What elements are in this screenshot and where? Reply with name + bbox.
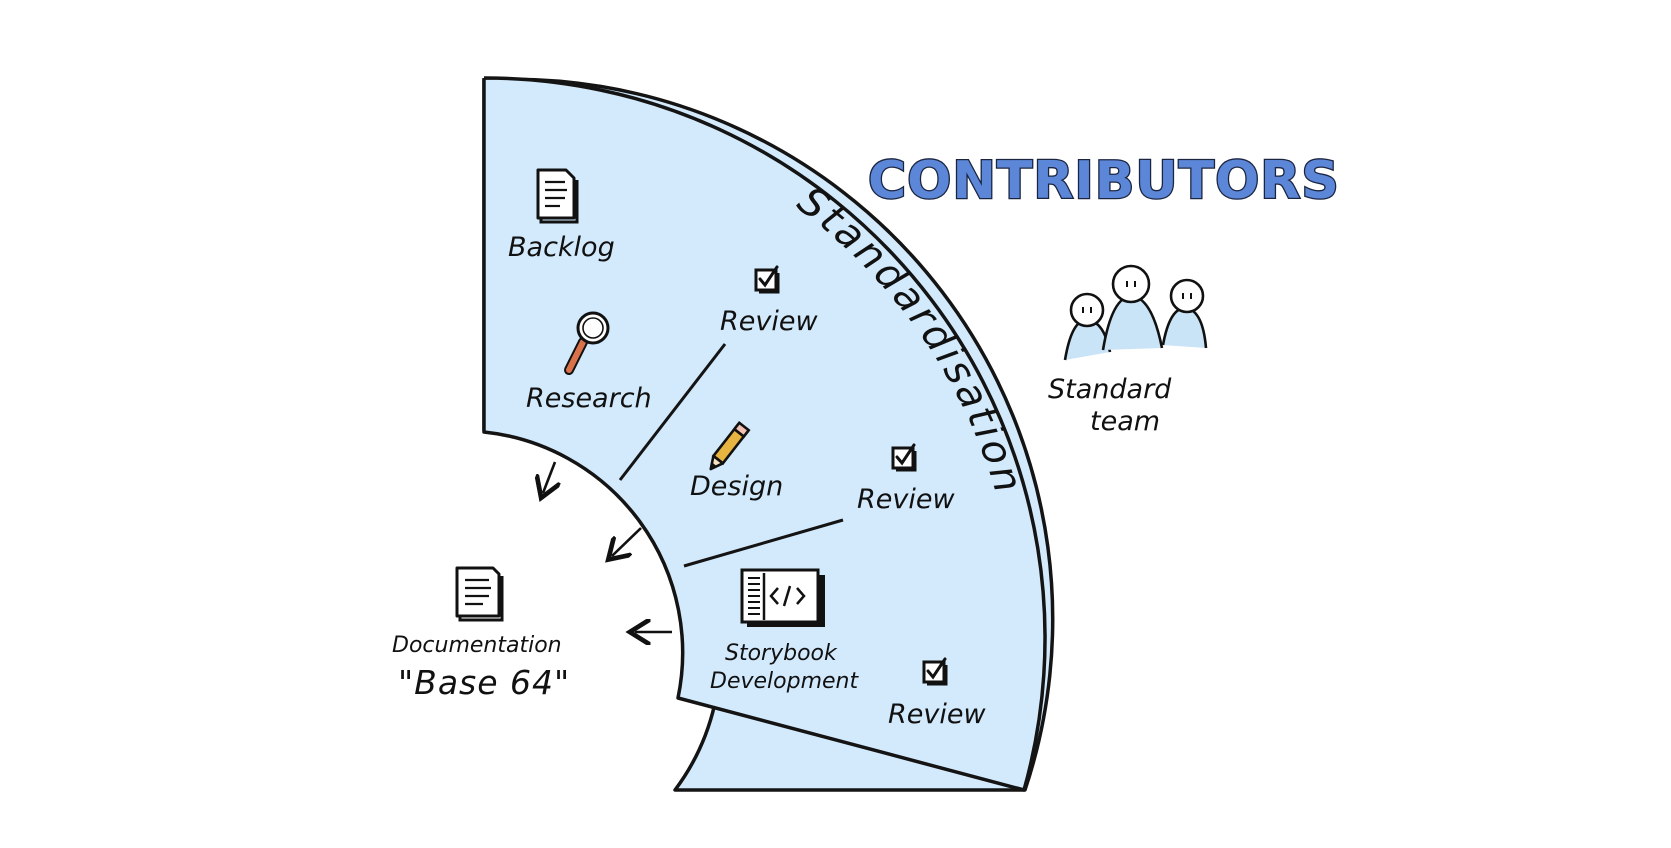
storybook-label-line1: Storybook — [725, 641, 838, 666]
checkbox-icon — [754, 265, 780, 294]
document-icon — [455, 566, 504, 622]
documentation-label: Documentation — [392, 633, 562, 658]
design-label: Design — [690, 471, 783, 502]
storybook-label-line2: Development — [710, 669, 859, 694]
storybook-stage: Storybook Development — [710, 568, 859, 694]
team-label-line1: Standard — [1048, 374, 1172, 405]
review-label-1: Review — [720, 306, 818, 337]
review-stage-3: Review — [888, 657, 986, 730]
review-label-3: Review — [888, 699, 986, 730]
checkbox-icon — [891, 443, 917, 472]
pencil-icon — [709, 420, 751, 471]
design-stage: Design — [690, 420, 783, 502]
standard-team: Standard team — [1048, 264, 1208, 437]
people-icon — [1063, 264, 1208, 361]
stage-divider-1 — [618, 343, 727, 481]
arrow-1 — [543, 461, 555, 493]
stage-divider-2 — [683, 518, 844, 568]
research-label: Research — [526, 383, 652, 414]
diagram-title: CONTRIBUTORS — [868, 151, 1340, 211]
review-stage-1: Review — [720, 265, 818, 337]
magnifier-icon — [564, 311, 610, 375]
arrow-2 — [612, 527, 642, 556]
sector-outline — [482, 76, 1047, 792]
review-stage-2: Review — [857, 443, 955, 515]
checkbox-icon — [922, 657, 948, 686]
team-label-line2: team — [1090, 406, 1160, 437]
research-stage: Research — [526, 311, 652, 414]
code-window-icon — [740, 568, 825, 627]
document-icon — [536, 168, 579, 224]
review-label-2: Review — [857, 484, 955, 515]
backlog-stage: Backlog — [508, 168, 615, 263]
documentation-name: "Base 64" — [398, 663, 570, 702]
documentation-output: Documentation "Base 64" — [392, 566, 570, 702]
backlog-label: Backlog — [508, 232, 615, 263]
